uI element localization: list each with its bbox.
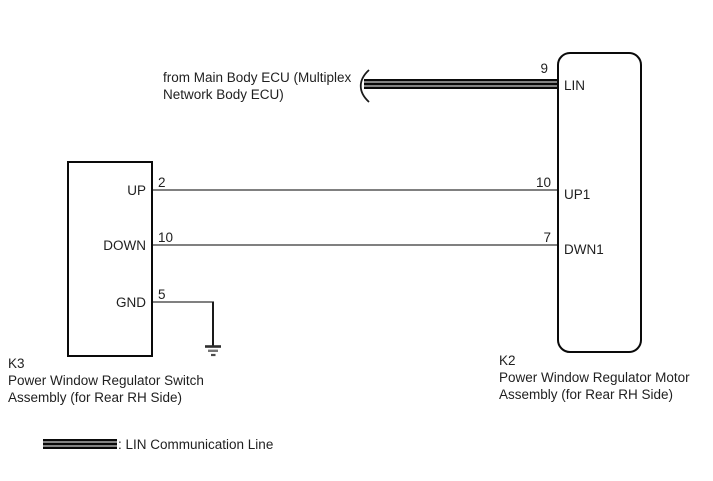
k3-component-name-line2: Assembly (for Rear RH Side)	[8, 390, 183, 405]
wire-break-icon	[359, 69, 370, 103]
k2-port-label-up1: UP1	[564, 187, 591, 202]
k3-switch-assembly-box	[67, 161, 153, 357]
k3-pin-number-down: 10	[158, 230, 174, 245]
wire-up	[153, 189, 557, 191]
k2-port-label-lin: LIN	[564, 78, 586, 93]
wire-gnd	[153, 301, 214, 303]
k2-port-label-dwn1: DWN1	[564, 242, 604, 257]
k2-pin-number-lin: 9	[540, 61, 548, 76]
lin-communication-line	[364, 79, 557, 89]
k3-port-label-gnd: GND	[116, 295, 146, 310]
source-note-line2: Network Body ECU)	[163, 87, 284, 102]
k3-port-label-up: UP	[127, 183, 146, 198]
wire-down	[153, 244, 557, 246]
k2-motor-assembly-box	[557, 52, 642, 353]
k2-pin-number-up1: 10	[535, 175, 551, 190]
k2-component-name-line2: Assembly (for Rear RH Side)	[499, 387, 674, 402]
k2-pin-number-dwn1: 7	[543, 230, 551, 245]
k3-component-id: K3	[8, 356, 25, 371]
ground-icon	[205, 345, 221, 357]
legend-label: : LIN Communication Line	[118, 437, 274, 452]
lin-line-sample	[43, 439, 117, 449]
k2-component-name-line1: Power Window Regulator Motor	[499, 370, 690, 385]
k3-component-name-line1: Power Window Regulator Switch	[8, 373, 204, 388]
k3-pin-number-gnd: 5	[158, 287, 166, 302]
k3-port-label-down: DOWN	[103, 238, 146, 253]
ground-stem-wire	[212, 302, 214, 346]
k3-pin-number-up: 2	[158, 175, 166, 190]
source-note-line1: from Main Body ECU (Multiplex	[163, 70, 352, 85]
k2-component-id: K2	[499, 353, 516, 368]
